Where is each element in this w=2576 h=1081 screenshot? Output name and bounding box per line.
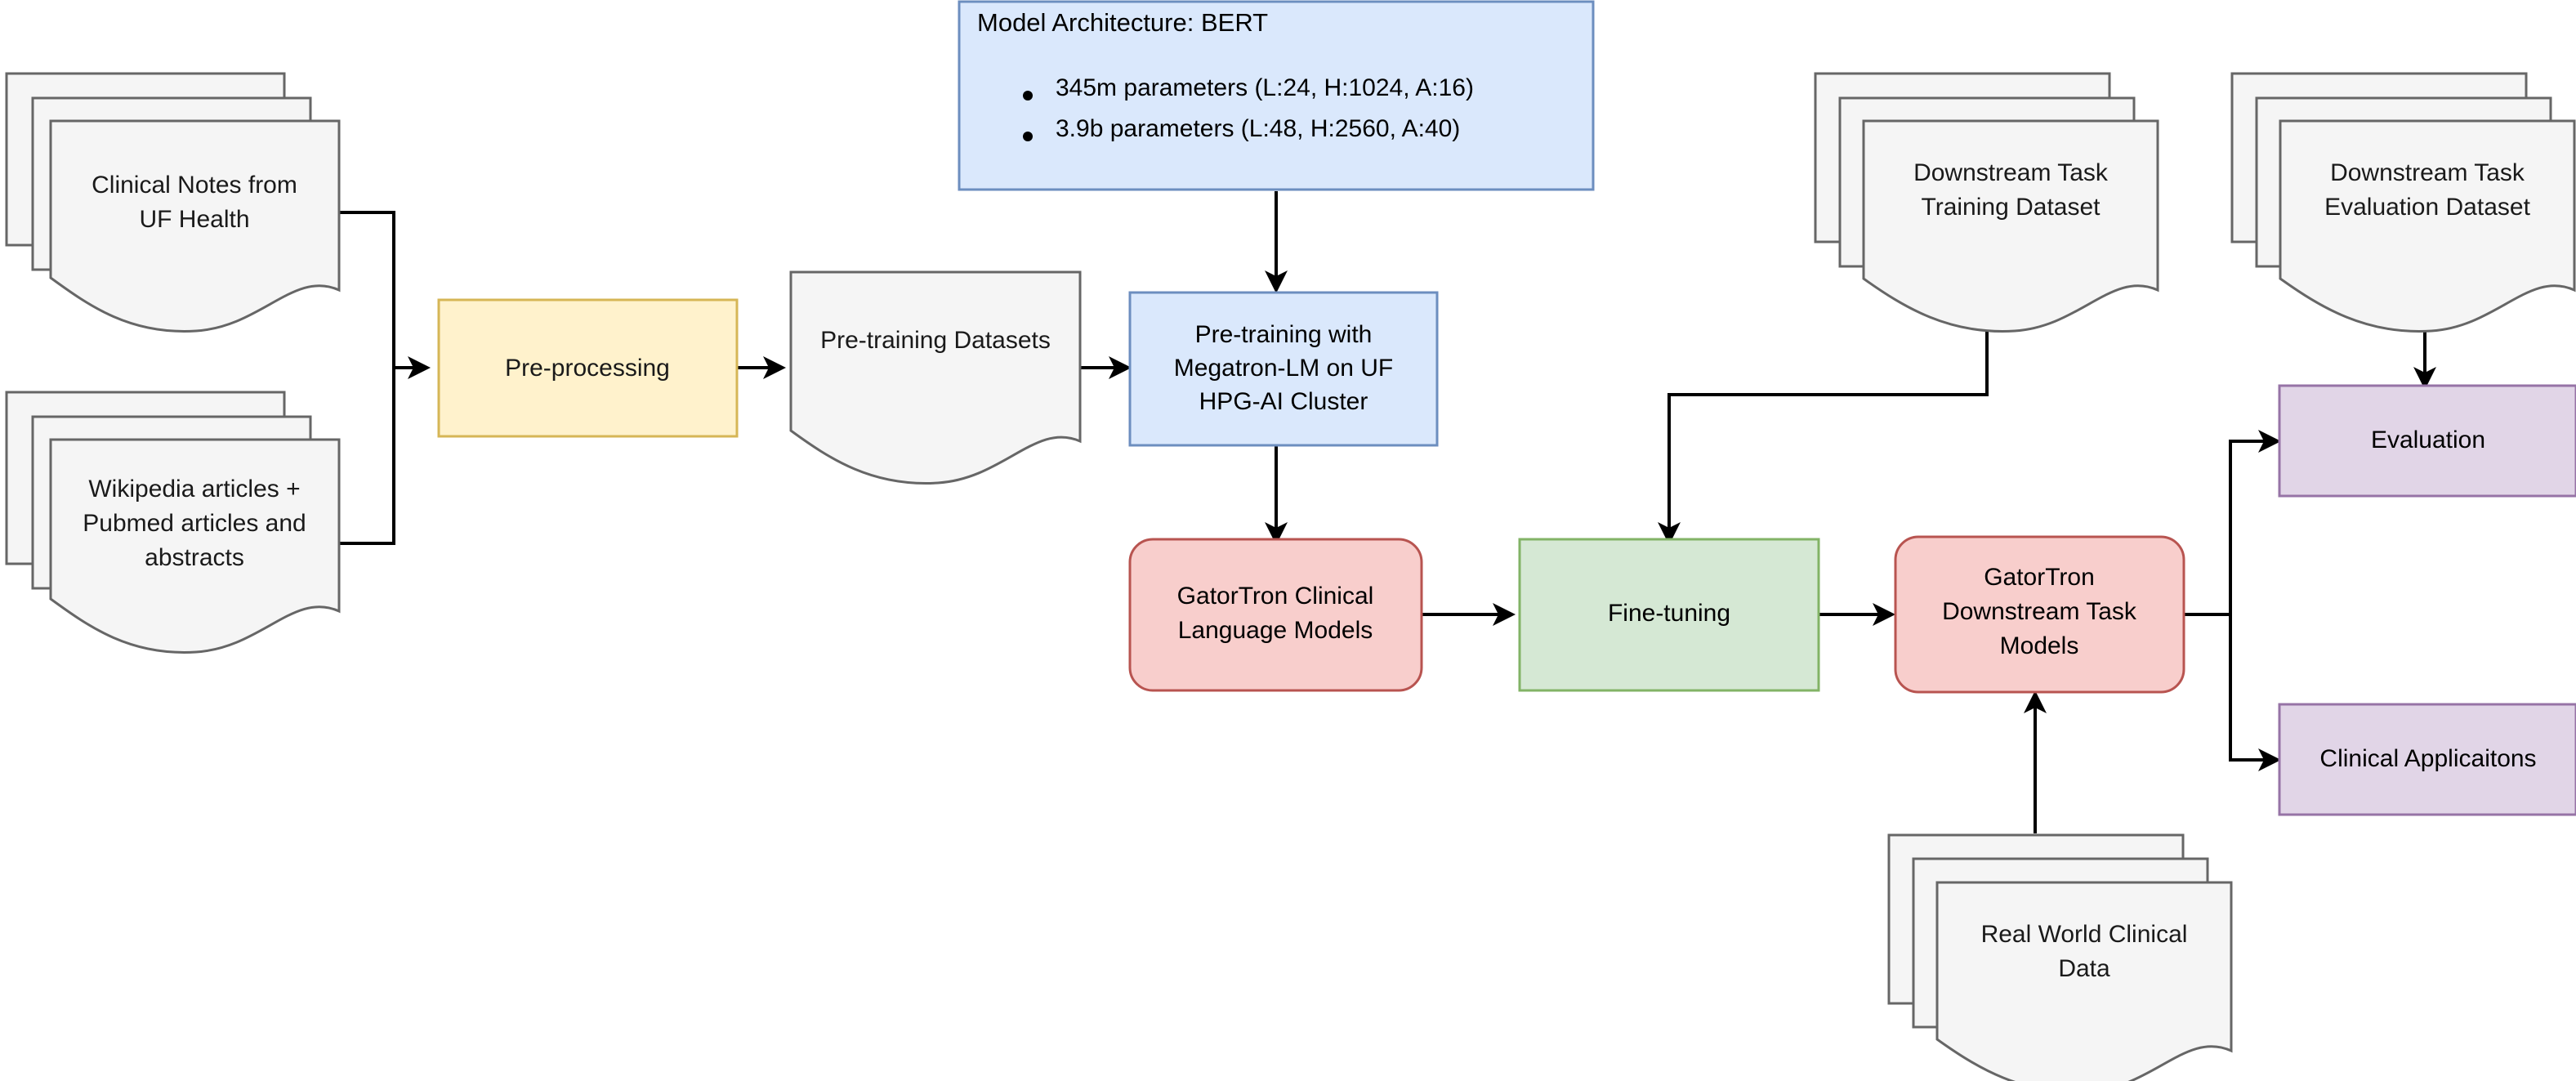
pretraining-box	[1128, 291, 1439, 447]
clinical-notes-label-line1: Clinical Notes from	[92, 172, 297, 199]
model-architecture-bullet-1: 3.9b parameters (L:48, H:2560, A:40)	[1056, 115, 1460, 142]
bullet-icon	[1023, 132, 1033, 141]
node-clinical-applications[interactable]: Clinical Applicaitons	[2278, 703, 2576, 816]
model-architecture-box	[958, 0, 1595, 191]
fine-tuning-box	[1518, 538, 1820, 692]
evaluation-box	[2278, 384, 2576, 498]
downstream-eval-dataset-label-line2: Evaluation Dataset	[2324, 194, 2530, 221]
edge-branch-to-clinical-applications	[2229, 614, 2281, 771]
model-architecture-title: Model Architecture: BERT	[977, 8, 1268, 37]
gatortron-clm-label-line2: Language Models	[1178, 617, 1373, 644]
gatortron-downstream-box	[1894, 535, 2185, 694]
wikipedia-pubmed-label-line3: abstracts	[145, 544, 244, 571]
node-preprocessing[interactable]: Pre-processing	[437, 298, 739, 438]
gatortron-clm-label-line1: GatorTron Clinical	[1177, 583, 1374, 610]
node-real-world-clinical-data[interactable]: Real World Clinical Data	[1887, 833, 2233, 1081]
node-model-architecture[interactable]: Model Architecture: BERT 345m parameters…	[958, 0, 1595, 191]
downstream-training-dataset-label-line2: Training Dataset	[1922, 194, 2101, 221]
node-wikipedia-pubmed[interactable]: Wikipedia articles + Pubmed articles and…	[5, 391, 341, 654]
bullet-icon	[1023, 91, 1033, 101]
node-evaluation[interactable]: Evaluation	[2278, 384, 2576, 498]
downstream-eval-dataset-label-line1: Downstream Task	[2330, 159, 2525, 186]
node-pretraining[interactable]: Pre-training with Megatron-LM on UF HPG-…	[1128, 291, 1439, 447]
pretraining-label-line3: HPG-AI Cluster	[1199, 388, 1368, 415]
edge-clinical-notes-to-preprocessing	[339, 211, 395, 368]
edge-wikipedia-to-preprocessing	[339, 368, 395, 545]
clinical-notes-label-line2: UF Health	[139, 206, 249, 233]
node-downstream-training-dataset[interactable]: Downstream Task Training Dataset	[1814, 72, 2159, 333]
model-architecture-bullet-0: 345m parameters (L:24, H:1024, A:16)	[1056, 74, 1474, 101]
pretraining-datasets-label: Pre-training Datasets	[820, 327, 1051, 354]
gatortron-downstream-label-line1: GatorTron	[1984, 564, 2095, 591]
evaluation-label: Evaluation	[2371, 427, 2485, 453]
edge-branch-to-evaluation	[2229, 430, 2281, 614]
edge-training-dataset-to-finetuning	[1658, 319, 1989, 545]
preprocessing-label: Pre-processing	[505, 355, 670, 382]
clinical-applications-box	[2278, 703, 2576, 816]
pretraining-label-line1: Pre-training with	[1195, 321, 1373, 348]
fine-tuning-label: Fine-tuning	[1608, 600, 1730, 627]
node-clinical-notes[interactable]: Clinical Notes from UF Health	[5, 72, 341, 333]
clinical-applications-label: Clinical Applicaitons	[2319, 745, 2536, 772]
document-stack-front	[49, 438, 341, 654]
document-stack-front	[1862, 119, 2159, 333]
document-stack-front	[49, 119, 341, 333]
node-downstream-eval-dataset[interactable]: Downstream Task Evaluation Dataset	[2230, 72, 2576, 333]
gatortron-downstream-label-line2: Downstream Task	[1942, 598, 2137, 625]
edges	[339, 191, 2436, 833]
wikipedia-pubmed-label-line2: Pubmed articles and	[83, 510, 306, 537]
real-world-data-label-line2: Data	[2058, 955, 2110, 982]
node-pretraining-datasets[interactable]: Pre-training Datasets	[789, 270, 1082, 485]
node-fine-tuning[interactable]: Fine-tuning	[1518, 538, 1820, 692]
document-stack-front	[2279, 119, 2576, 333]
preprocessing-box	[437, 298, 739, 438]
gatortron-downstream-label-line3: Models	[2000, 632, 2079, 659]
wikipedia-pubmed-label-line1: Wikipedia articles +	[88, 476, 300, 503]
node-gatortron-downstream-task-models[interactable]: GatorTron Downstream Task Models	[1894, 535, 2185, 694]
downstream-training-dataset-label-line1: Downstream Task	[1913, 159, 2109, 186]
document-stack-front	[1935, 881, 2233, 1081]
gatortron-clm-box	[1128, 538, 1423, 692]
real-world-data-label-line1: Real World Clinical	[1981, 921, 2188, 948]
document-shape	[789, 270, 1082, 485]
node-gatortron-clinical-language-models[interactable]: GatorTron Clinical Language Models	[1128, 538, 1423, 692]
pretraining-label-line2: Megatron-LM on UF	[1174, 355, 1393, 382]
